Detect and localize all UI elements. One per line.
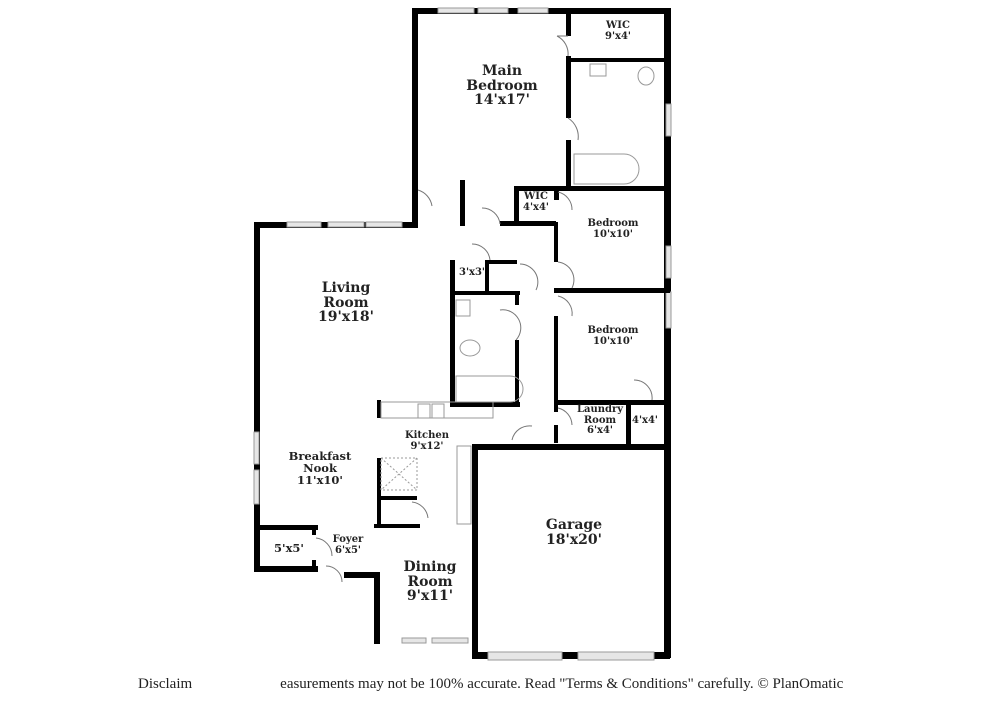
disclaimer-part-1: Disclaim: [138, 676, 193, 692]
room-dimensions: 6'x5': [334, 544, 362, 556]
room-name: Dining: [403, 559, 457, 575]
room-dimensions: 19'x18': [318, 309, 374, 326]
disclaimer-part-2: easurements may not be 100% accurate. Re…: [280, 676, 844, 692]
room-name: Kitchen: [404, 430, 450, 441]
room-label-closet-4x4: 4'x4': [631, 415, 659, 427]
room-dimensions: 4'x4': [631, 415, 659, 426]
disclaimer-text: Disclaim easurements may not be 100% accu…: [138, 676, 843, 693]
room-dimensions: 11'x10': [297, 473, 343, 488]
room-name: Main: [481, 63, 523, 79]
room-dimensions: 9'x12': [410, 440, 444, 452]
room-name: Room: [323, 294, 369, 311]
doors: [315, 35, 653, 583]
fixtures: [380, 63, 655, 525]
room-label-closet-3x3: 3'x3': [458, 267, 486, 279]
room-name: Bedroom: [587, 218, 639, 229]
windows: [253, 7, 672, 661]
room-dimensions: 10'x10': [593, 335, 633, 347]
interior-walls: [260, 14, 670, 572]
room-name: Room: [583, 414, 617, 426]
room-name: WIC: [606, 20, 630, 31]
room-name: Bedroom: [466, 77, 538, 94]
room-dimensions: 5'x5': [274, 541, 304, 555]
room-name: Bedroom: [587, 325, 639, 336]
room-dimensions: 18'x20': [546, 531, 602, 548]
room-name: Garage: [545, 517, 603, 533]
room-dimensions: 10'x10': [593, 228, 633, 240]
room-name: Breakfast: [288, 449, 352, 463]
room-dimensions: 9'x4': [604, 30, 632, 42]
room-name: WIC: [524, 191, 548, 202]
room-dimensions: 3'x3': [458, 267, 486, 278]
room-dimensions: 9'x11': [406, 588, 454, 605]
room-name: Living: [321, 280, 371, 296]
room-dimensions: 6'x4': [586, 425, 613, 436]
room-dimensions: 14'x17': [474, 92, 530, 109]
room-name: Room: [407, 573, 453, 590]
room-name: Foyer: [332, 534, 364, 545]
room-name: Nook: [303, 461, 337, 476]
room-name: Laundry: [576, 404, 624, 415]
room-label-closet-5x5: 5'x5': [274, 542, 304, 554]
room-dimensions: 4'x4': [522, 201, 550, 213]
